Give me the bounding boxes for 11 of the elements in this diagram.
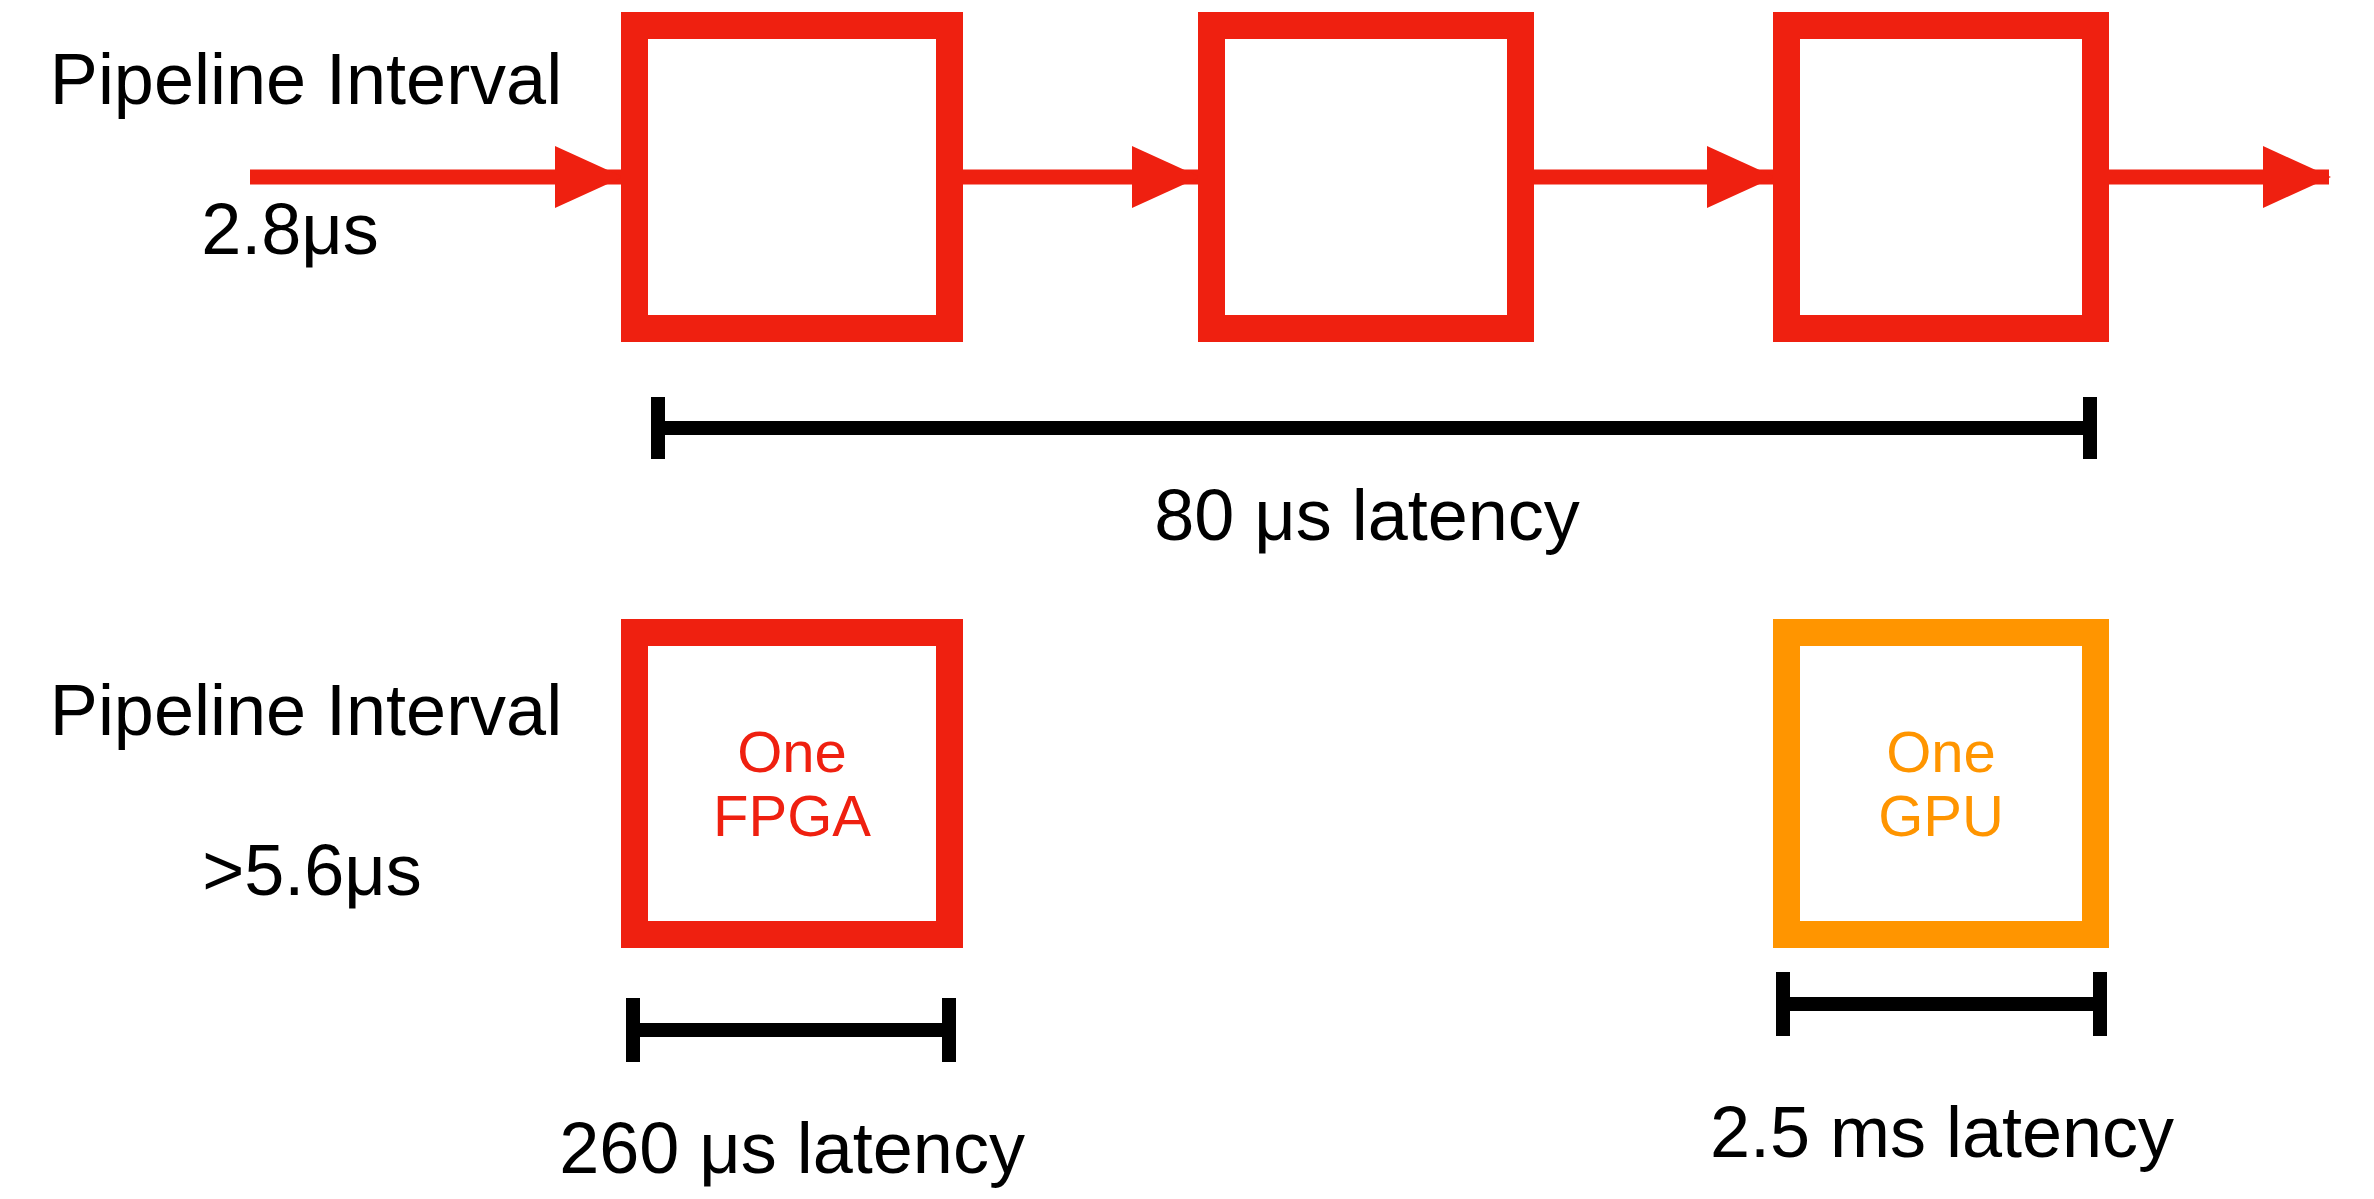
node-label: One FPGA xyxy=(712,719,872,848)
process-box xyxy=(1773,619,2109,948)
arrow xyxy=(1534,146,1775,208)
arrow xyxy=(250,146,623,208)
empty-box xyxy=(1773,12,2109,342)
arrow xyxy=(2109,146,2331,208)
node-label: One GPU xyxy=(1877,719,2005,848)
empty-box xyxy=(621,12,963,342)
process-box xyxy=(621,619,963,948)
arrow xyxy=(963,146,1200,208)
empty-box xyxy=(1198,12,1534,342)
